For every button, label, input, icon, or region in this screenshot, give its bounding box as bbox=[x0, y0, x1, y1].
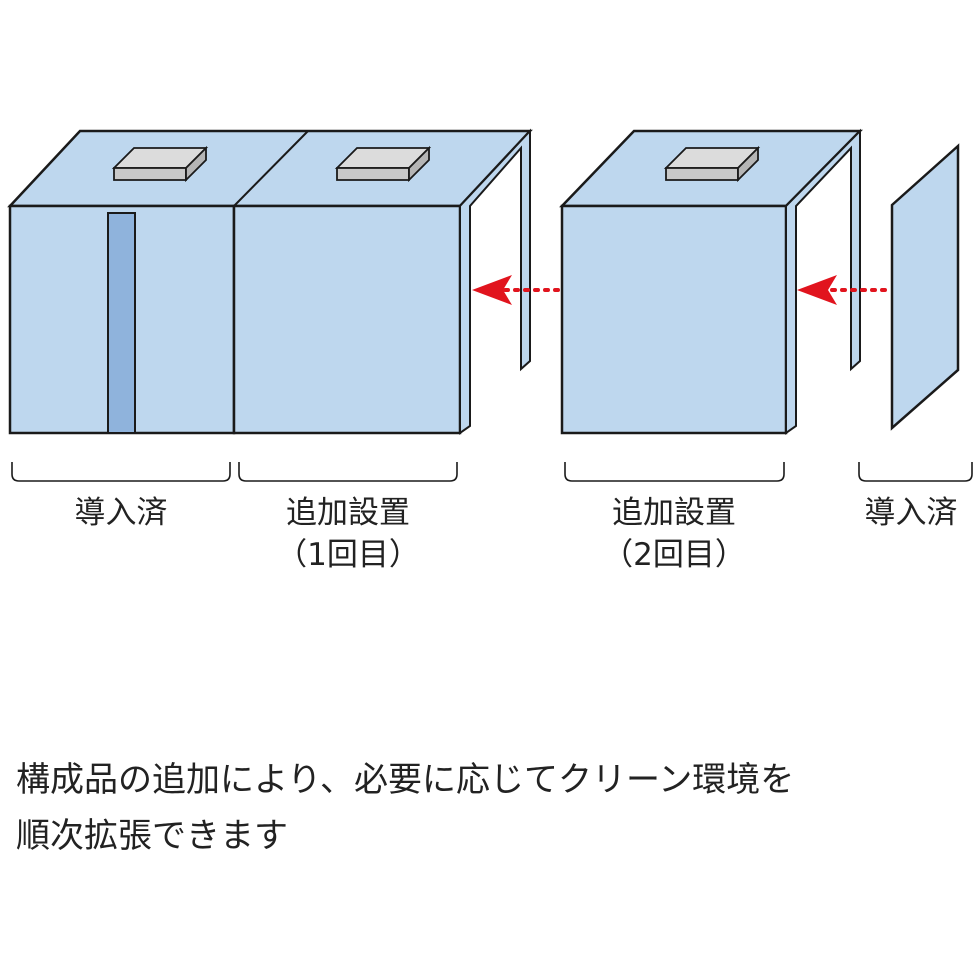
top-divider bbox=[233, 130, 309, 207]
label-first-addition-line2: （1回目） bbox=[276, 537, 420, 573]
bracket-first-addition bbox=[238, 462, 458, 482]
caption-line-1: 構成品の追加により、必要に応じてクリーン環境を bbox=[16, 760, 795, 800]
filter-unit-3 bbox=[663, 145, 761, 183]
existing-module-block bbox=[7, 128, 533, 435]
label-second-addition-line2: （2回目） bbox=[602, 537, 746, 573]
second-addition-side-frame bbox=[785, 128, 861, 435]
second-addition-front-face bbox=[560, 204, 788, 435]
arrow-1-icon bbox=[472, 275, 562, 305]
label-existing-right: 導入済 bbox=[865, 495, 958, 531]
label-second-addition-line1: 追加設置 bbox=[612, 495, 736, 531]
label-existing-left: 導入済 bbox=[75, 495, 168, 531]
bracket-second-addition bbox=[564, 462, 785, 482]
caption: 構成品の追加により、必要に応じてクリーン環境を 順次拡張できます bbox=[16, 752, 966, 864]
filter-unit-2 bbox=[334, 145, 432, 183]
label-first-addition-line1: 追加設置 bbox=[286, 495, 410, 531]
second-addition-module bbox=[559, 128, 863, 435]
existing-end-panel bbox=[890, 143, 960, 431]
caption-line-2: 順次拡張できます bbox=[16, 816, 288, 856]
bracket-existing-left bbox=[11, 462, 231, 482]
filter-unit-1 bbox=[111, 145, 209, 183]
first-addition-front-face bbox=[232, 204, 462, 435]
arrow-2-icon bbox=[797, 275, 888, 305]
first-addition-side-frame bbox=[459, 128, 531, 435]
existing-door-strip bbox=[107, 212, 136, 434]
bracket-existing-right bbox=[858, 462, 973, 482]
